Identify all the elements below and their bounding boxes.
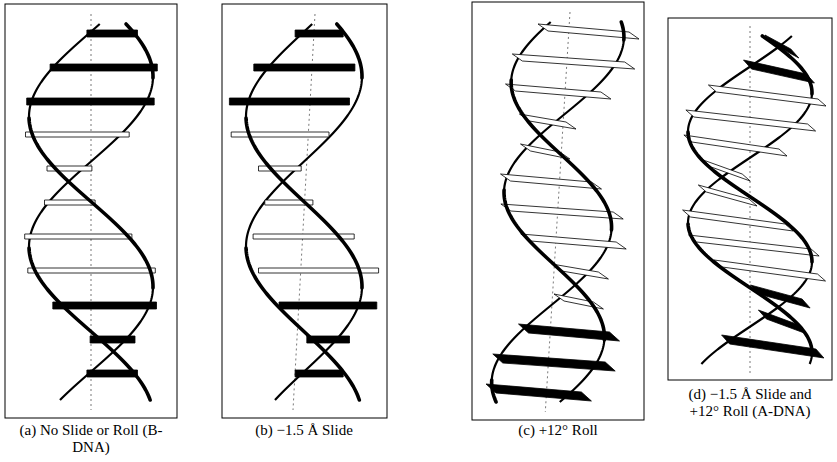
panel-caption: (c) +12° Roll (478, 422, 638, 439)
backbone-strand (492, 380, 496, 402)
backbone-strand (337, 24, 362, 78)
base-pair (506, 84, 611, 99)
base-pair (254, 64, 355, 71)
helix-axis (91, 14, 92, 410)
base-pair (25, 234, 132, 239)
backbone-strand (504, 190, 604, 340)
panel-frame (668, 18, 832, 380)
helix-panel (5, 4, 177, 418)
backbone-strand (126, 24, 153, 78)
panel-caption: (a) No Slide or Roll (B-DNA) (6, 422, 176, 457)
base-pair (512, 54, 634, 69)
base-pair (50, 64, 157, 71)
base-pair (231, 132, 329, 137)
panel-caption: (d) −1.5 Å Slide and +12° Roll (A-DNA) (685, 386, 815, 421)
base-pair (486, 384, 591, 401)
base-pair (708, 85, 826, 106)
base-pair (27, 98, 155, 105)
backbone-strand (29, 118, 153, 288)
base-pair (87, 370, 138, 377)
base-pair (53, 302, 157, 309)
helix-panel (472, 2, 644, 420)
base-pair (259, 166, 302, 171)
panel-frame (472, 2, 644, 420)
base-pair (703, 160, 750, 181)
base-pair (765, 35, 799, 58)
helix-axis (293, 14, 315, 410)
base-pair (714, 260, 825, 281)
backbone-strand (511, 80, 611, 230)
base-pair (295, 30, 343, 37)
panel-caption: (b) −1.5 Å Slide (224, 422, 384, 439)
helix-panel (222, 4, 387, 418)
base-pair (295, 370, 343, 377)
helix-panel (668, 18, 832, 380)
backbone-strand (246, 248, 359, 400)
base-pair (493, 354, 615, 371)
backbone-strand (246, 118, 362, 288)
base-pair (26, 132, 130, 137)
panel-frame (222, 4, 387, 418)
panel-frame (5, 4, 177, 418)
base-pair (279, 302, 377, 309)
base-pair (87, 30, 138, 37)
backbone-strand (762, 36, 812, 94)
base-pair (684, 135, 787, 156)
base-pair (689, 235, 820, 256)
base-pair (750, 285, 810, 308)
backbone-strand (29, 248, 150, 400)
base-pair (28, 268, 156, 273)
backbone-strand (511, 22, 550, 80)
backbone-strand (688, 132, 812, 262)
base-pair (229, 98, 349, 105)
backbone-strand (621, 22, 624, 40)
base-pair (686, 110, 816, 131)
backbone-strand (688, 224, 812, 354)
